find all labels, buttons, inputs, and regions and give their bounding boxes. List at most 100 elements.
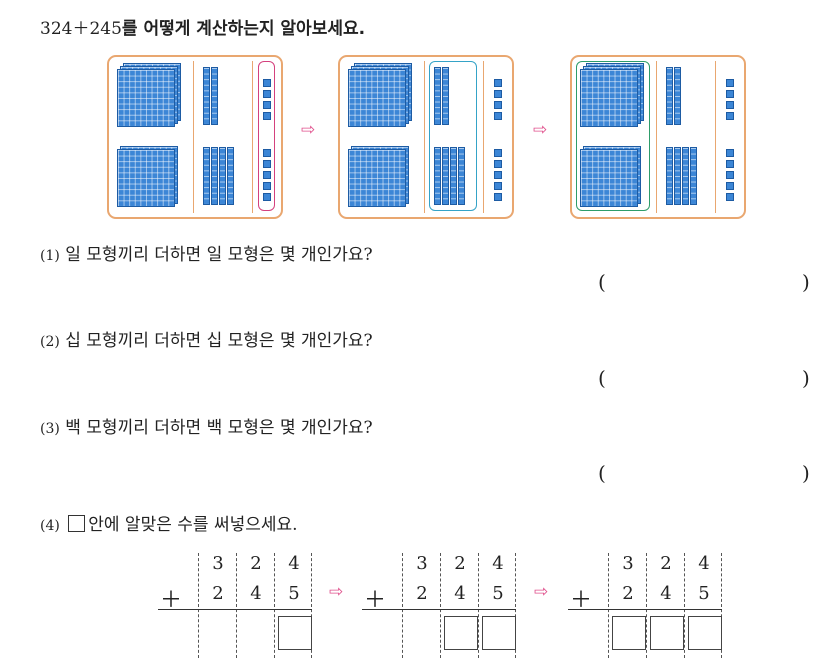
tens-rods bbox=[666, 147, 697, 205]
hundred-flat-block bbox=[117, 69, 175, 127]
addend-digit: 3 bbox=[416, 553, 428, 574]
one-cube-block bbox=[494, 182, 502, 190]
tens-rods bbox=[203, 67, 218, 125]
right-arrow-icon: ⇨ bbox=[301, 120, 316, 140]
addend-digit: 4 bbox=[492, 553, 504, 574]
panel-divider bbox=[483, 61, 484, 213]
addend-digit: 5 bbox=[492, 583, 504, 604]
question-number: (4) bbox=[40, 518, 60, 534]
question-number: (1) bbox=[40, 248, 60, 264]
hundred-flat-block bbox=[580, 149, 638, 207]
answer-digit-box[interactable] bbox=[482, 616, 516, 650]
column-guide-line bbox=[236, 553, 237, 658]
one-cube-block bbox=[494, 193, 502, 201]
addend-digit: 2 bbox=[454, 553, 466, 574]
answer-field-2[interactable] bbox=[612, 364, 798, 392]
addend-digit: 4 bbox=[250, 583, 262, 604]
ten-rod-block bbox=[442, 67, 449, 125]
addend-digit: 3 bbox=[622, 553, 634, 574]
one-cube-block bbox=[726, 112, 734, 120]
hundred-flat-block bbox=[117, 149, 175, 207]
page-title: 324＋245를 어떻게 계산하는지 알아보세요. bbox=[40, 14, 365, 39]
plus-sign: ＋ bbox=[364, 588, 387, 613]
column-guide-line bbox=[515, 553, 516, 658]
hundred-flat-block bbox=[348, 149, 406, 207]
one-cube-block bbox=[494, 79, 502, 87]
ten-rod-block bbox=[674, 147, 681, 205]
panel-divider bbox=[656, 61, 657, 213]
one-cube-block bbox=[494, 160, 502, 168]
ones-cubes bbox=[726, 79, 734, 120]
addend-digit: 2 bbox=[212, 583, 224, 604]
one-cube-block bbox=[726, 149, 734, 157]
ones-cubes bbox=[726, 149, 734, 201]
one-cube-block bbox=[726, 79, 734, 87]
question-number: (3) bbox=[40, 421, 60, 437]
hundreds-flat-stack bbox=[117, 63, 181, 127]
addend-digit: 4 bbox=[698, 553, 710, 574]
ones-cubes bbox=[494, 79, 502, 120]
title-text: 를 어떻게 계산하는지 알아보세요. bbox=[121, 19, 366, 39]
ten-rod-block bbox=[666, 147, 673, 205]
addend-digit: 4 bbox=[454, 583, 466, 604]
question-3: (3) 백 모형끼리 더하면 백 모형은 몇 개인가요? bbox=[40, 413, 373, 438]
one-cube-block bbox=[726, 90, 734, 98]
addend-digit: 2 bbox=[622, 583, 634, 604]
one-cube-block bbox=[726, 193, 734, 201]
addend-digit: 4 bbox=[288, 553, 300, 574]
hundreds-flat-stack bbox=[580, 63, 644, 127]
one-cube-block bbox=[263, 193, 271, 201]
answer-paren-open: ( bbox=[598, 270, 606, 294]
addend-digit: 2 bbox=[250, 553, 262, 574]
answer-digit-box[interactable] bbox=[278, 616, 312, 650]
one-cube-block bbox=[263, 171, 271, 179]
question-4: (4) 안에 알맞은 수를 써넣으세요. bbox=[40, 510, 298, 535]
sum-line bbox=[362, 609, 516, 610]
panel-divider bbox=[424, 61, 425, 213]
answer-paren-close: ) bbox=[802, 461, 810, 485]
ten-rod-block bbox=[203, 147, 210, 205]
hundreds-flat-stack bbox=[348, 63, 412, 127]
answer-field-3[interactable] bbox=[612, 459, 798, 487]
column-guide-line bbox=[478, 553, 479, 658]
one-cube-block bbox=[263, 149, 271, 157]
column-guide-line bbox=[198, 553, 199, 658]
question-number: (2) bbox=[40, 334, 60, 350]
question-text: 십 모형끼리 더하면 십 모형은 몇 개인가요? bbox=[65, 331, 373, 351]
ten-rod-block bbox=[203, 67, 210, 125]
answer-digit-box[interactable] bbox=[650, 616, 684, 650]
column-highlight bbox=[576, 61, 650, 211]
addend-digit: 2 bbox=[416, 583, 428, 604]
hundreds-flat-stack bbox=[348, 143, 410, 207]
answer-field-1[interactable] bbox=[612, 268, 798, 296]
addend-digit: 3 bbox=[212, 553, 224, 574]
addend-digit: 5 bbox=[288, 583, 300, 604]
column-guide-line bbox=[274, 553, 275, 658]
right-arrow-icon: ⇨ bbox=[329, 582, 344, 602]
vertical-addition: ＋ 3 2 4 2 4 5 bbox=[362, 553, 516, 658]
column-guide-line bbox=[311, 553, 312, 658]
addend-digit: 2 bbox=[660, 553, 672, 574]
one-cube-block bbox=[263, 112, 271, 120]
answer-digit-box[interactable] bbox=[688, 616, 722, 650]
one-cube-block bbox=[726, 101, 734, 109]
answer-paren-open: ( bbox=[598, 366, 606, 390]
column-guide-line bbox=[684, 553, 685, 658]
one-cube-block bbox=[494, 171, 502, 179]
one-cube-block bbox=[494, 90, 502, 98]
question-text: 백 모형끼리 더하면 백 모형은 몇 개인가요? bbox=[65, 418, 373, 438]
one-cube-block bbox=[263, 182, 271, 190]
answer-digit-box[interactable] bbox=[444, 616, 478, 650]
hundred-flat-block bbox=[580, 69, 638, 127]
ten-rod-block bbox=[434, 67, 441, 125]
one-cube-block bbox=[263, 79, 271, 87]
ten-rod-block bbox=[219, 147, 226, 205]
hundreds-flat-stack bbox=[117, 143, 179, 207]
blocks-panel bbox=[107, 55, 283, 219]
question-text: 안에 알맞은 수를 써넣으세요. bbox=[88, 515, 298, 535]
answer-digit-box[interactable] bbox=[612, 616, 646, 650]
column-guide-line bbox=[608, 553, 609, 658]
hundreds-flat-stack bbox=[580, 143, 642, 207]
